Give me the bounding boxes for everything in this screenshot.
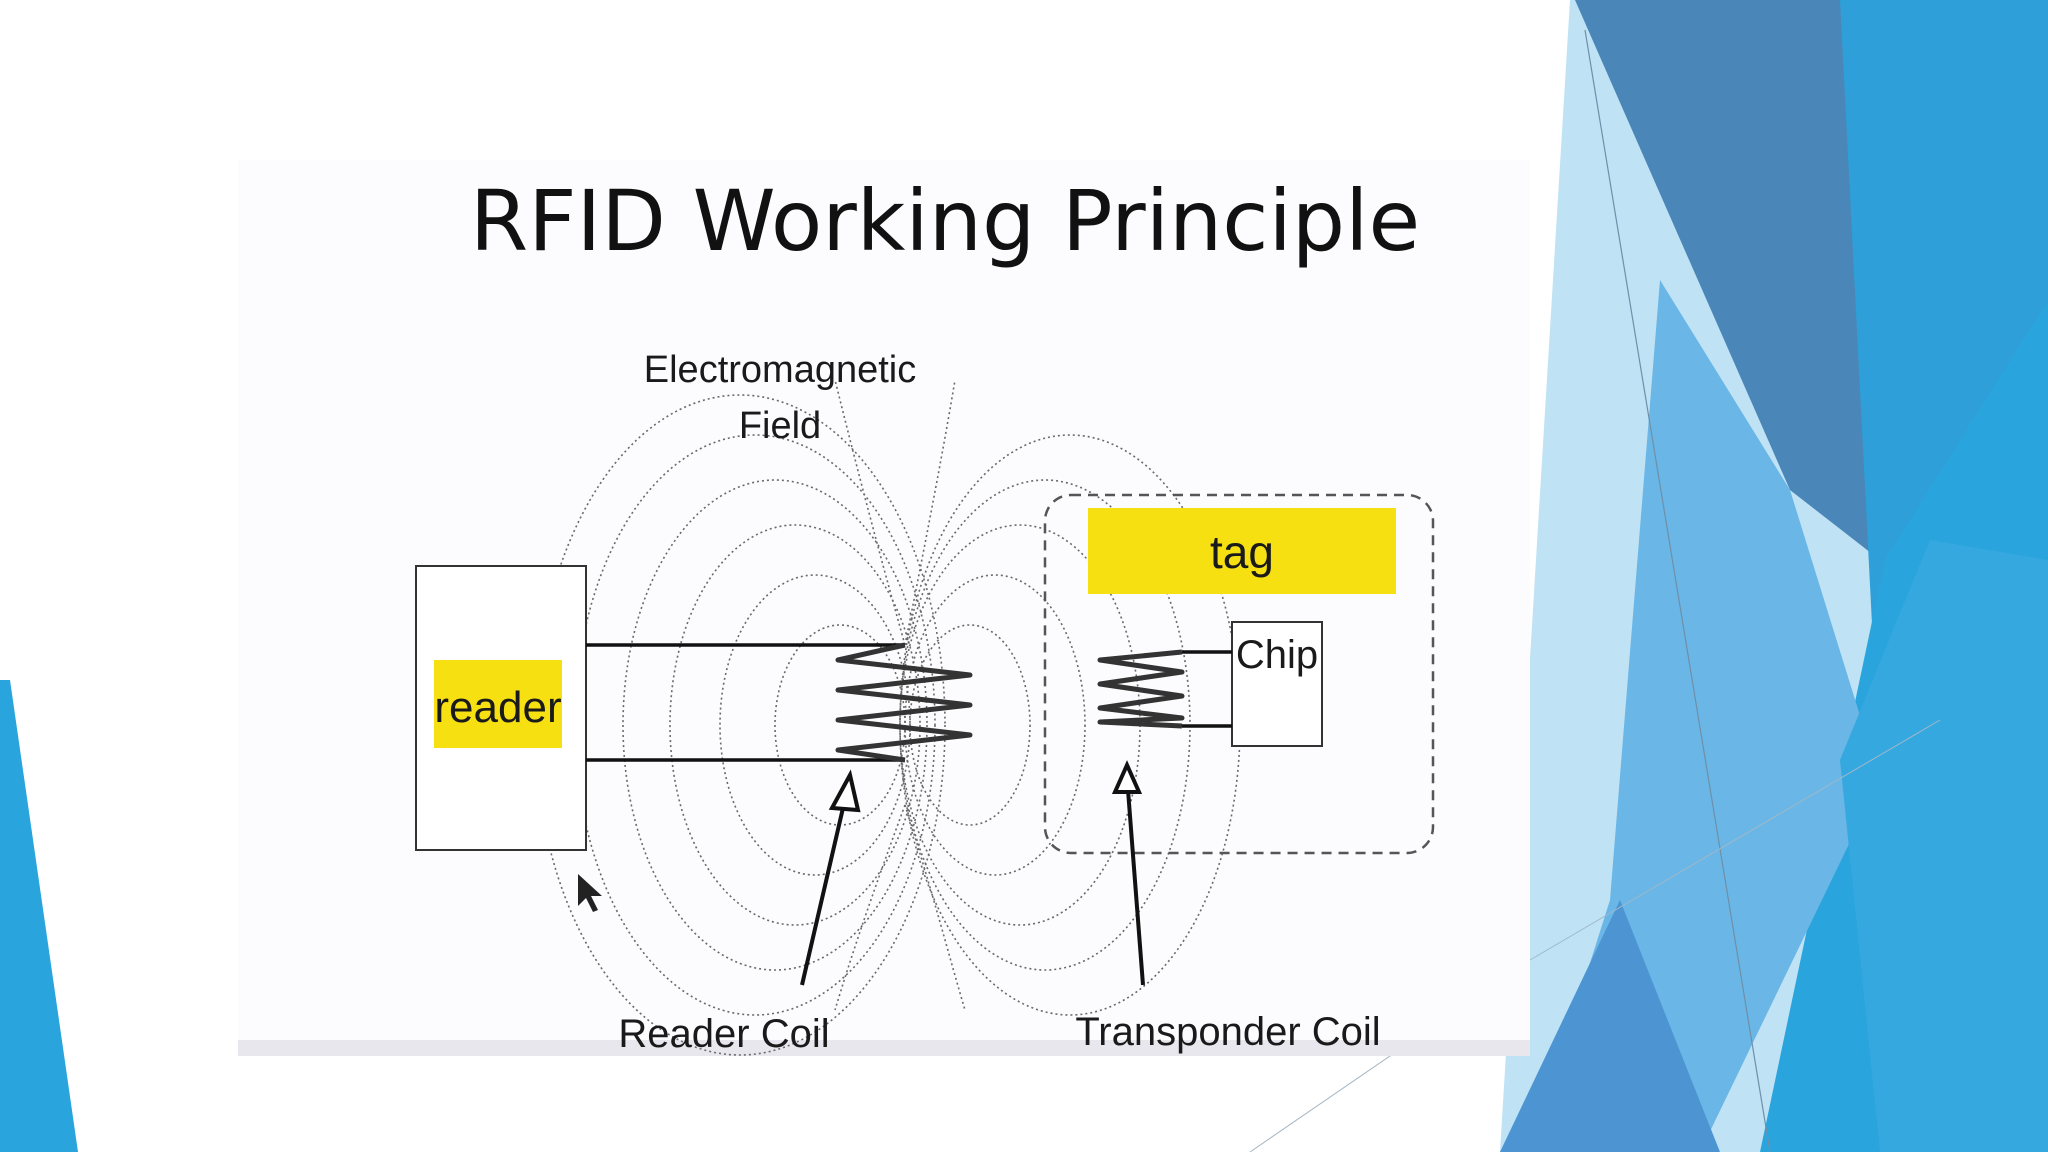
diagram-bottom-artifact [238, 1040, 1530, 1056]
transponder-coil-label: Transponder Coil [1075, 1010, 1380, 1054]
reader-wires [586, 643, 905, 762]
chip-label: Chip [1236, 633, 1318, 677]
mouse-cursor-icon [578, 874, 602, 912]
tag-highlight [1088, 508, 1396, 594]
electromagnetic-field-lines [534, 379, 1241, 1056]
transponder-coil-arrow [1111, 760, 1145, 986]
decorative-facets-right [1249, 0, 2048, 1152]
diagram-title: RFID Working Principle [470, 172, 1420, 270]
reader-coil-label: Reader Coil [618, 1012, 829, 1056]
chip-box [1231, 621, 1323, 747]
reader-coil [835, 642, 973, 763]
tag-boundary [1043, 493, 1435, 855]
reader-label: reader [434, 683, 561, 732]
reader-highlight [434, 660, 562, 748]
decorative-facet-left [0, 680, 78, 1152]
transponder-wires [1182, 650, 1232, 728]
field-label-line1: Electromagnetic [644, 349, 916, 391]
transponder-coil [1097, 649, 1185, 729]
field-label-line2: Field [739, 405, 821, 447]
reader-coil-arrow [800, 769, 861, 986]
tag-label: tag [1210, 526, 1274, 578]
